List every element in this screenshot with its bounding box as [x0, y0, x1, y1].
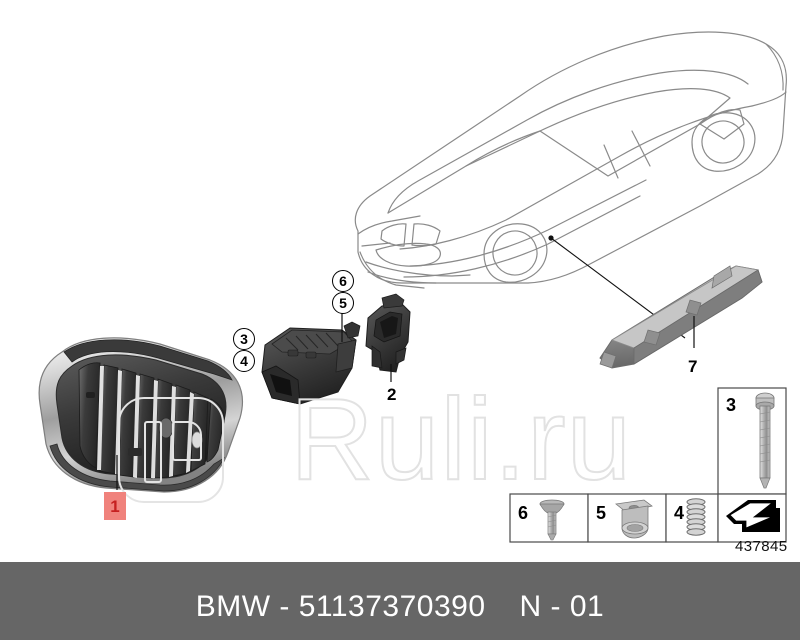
callout-part-4[interactable]: 4	[233, 350, 255, 372]
footer-caption-bar: BMW - 51137370390 N - 01	[0, 562, 800, 640]
hex-bolt-icon	[755, 392, 775, 489]
legend-label-5: 5	[596, 503, 607, 523]
vehicle-outline	[354, 31, 787, 289]
part-1-kidney-grille	[38, 337, 244, 493]
part-7-side-sill-trim	[599, 265, 763, 369]
footer-part-number: BMW - 51137370390	[195, 590, 486, 623]
parts-diagram-canvas: Ruli.ru 1 2 3 4 5 6 7 6 5 4 3 437845	[38, 31, 788, 555]
legend-label-6: 6	[518, 503, 529, 523]
part-2-bracket	[365, 293, 411, 373]
part-housing-assembly	[261, 321, 361, 405]
callout-part-3[interactable]: 3	[233, 328, 255, 350]
legend-label-3: 3	[726, 395, 737, 415]
callout-part-7[interactable]: 7	[688, 357, 698, 376]
clip-nut-icon	[615, 499, 653, 539]
diagram-illustration	[38, 31, 787, 543]
spring-icon	[686, 498, 706, 536]
callout-part-5[interactable]: 5	[332, 292, 354, 314]
legend-label-4: 4	[674, 503, 685, 523]
hardware-legend-box	[509, 387, 787, 543]
arrow-direction-icon	[726, 500, 780, 532]
callout-part-2[interactable]: 2	[387, 385, 397, 404]
callout-part-6[interactable]: 6	[332, 270, 354, 292]
diagram-reference-number: 437845	[735, 538, 788, 555]
footer-section-code: N - 01	[519, 590, 605, 623]
callout-part-1[interactable]: 1	[104, 492, 126, 520]
tapping-screw-icon	[539, 499, 565, 541]
